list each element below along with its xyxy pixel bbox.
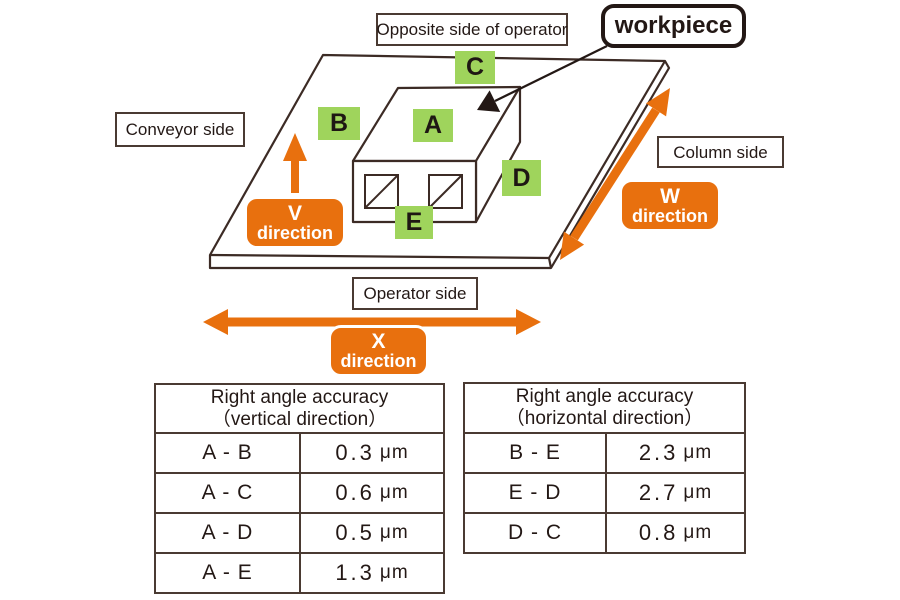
value-text: 0.5 — [335, 520, 375, 545]
opposite-side-text: Opposite side of operator — [376, 20, 568, 39]
horizontal-table-title-line2: （horizontal direction） — [505, 408, 704, 429]
face-a-text: A — [423, 111, 443, 139]
w-direction-arrow — [560, 88, 670, 260]
vertical-table-title-line1: Right angle accuracy — [210, 386, 389, 408]
vertical-table-title-line2: （vertical direction） — [211, 408, 388, 430]
x-direction-arrow — [203, 309, 541, 335]
machine-table-front-edge — [209, 60, 666, 269]
x-direction-word: direction — [340, 351, 417, 371]
horizontal-table-title-line1: Right angle accuracy — [515, 386, 694, 407]
pair-cell: A - D — [156, 514, 301, 552]
unit-text: μm — [379, 522, 409, 543]
face-label-b: B — [318, 107, 360, 140]
value-text: 2.7 — [638, 480, 679, 505]
workpiece-hole-right — [428, 174, 463, 209]
vertical-accuracy-table: Right angle accuracy （vertical direction… — [154, 383, 445, 594]
value-text: 2.3 — [638, 440, 679, 465]
pair-cell: A - E — [156, 554, 301, 592]
workpiece-callout: workpiece — [601, 4, 746, 48]
value-text: 0.6 — [335, 480, 375, 505]
unit-text: μm — [379, 442, 409, 463]
value-text: 0.3 — [335, 440, 375, 465]
face-e-text: E — [405, 208, 423, 236]
opposite-side-label: Opposite side of operator — [376, 13, 568, 46]
value-text: 0.8 — [638, 520, 679, 545]
workpiece-pointer-arrow — [477, 45, 608, 112]
w-direction-label: W direction — [619, 179, 721, 232]
w-direction-word: direction — [631, 205, 708, 226]
unit-text: μm — [683, 482, 713, 503]
w-direction-letter: W — [660, 184, 680, 208]
column-side-text: Column side — [673, 142, 768, 162]
x-direction-label: X direction — [328, 325, 429, 377]
pair-cell: B - E — [465, 434, 607, 472]
face-c-text: C — [465, 53, 485, 81]
unit-text: μm — [683, 442, 713, 463]
workpiece-hole-left — [364, 174, 399, 209]
conveyor-side-label: Conveyor side — [115, 112, 245, 147]
x-direction-letter: X — [371, 330, 386, 353]
face-d-text: D — [512, 163, 531, 192]
pair-cell: A - C — [156, 474, 301, 512]
operator-side-text: Operator side — [363, 284, 467, 303]
face-label-c: C — [455, 51, 495, 84]
face-label-e: E — [395, 206, 433, 239]
conveyor-side-text: Conveyor side — [125, 120, 235, 139]
v-direction-word: direction — [256, 222, 333, 243]
pair-cell: E - D — [465, 474, 607, 512]
vertical-table-title: Right angle accuracy （vertical direction… — [156, 385, 443, 432]
face-label-a: A — [413, 109, 453, 142]
v-direction-letter: V — [287, 201, 302, 225]
pair-cell: A - B — [156, 434, 301, 472]
face-label-d: D — [502, 160, 541, 196]
horizontal-accuracy-table: Right angle accuracy （horizontal directi… — [463, 382, 746, 554]
column-side-label: Column side — [657, 136, 784, 168]
operator-side-label: Operator side — [352, 277, 478, 310]
unit-text: μm — [379, 482, 409, 503]
face-b-text: B — [329, 109, 349, 137]
v-direction-arrow — [283, 133, 307, 193]
value-text: 1.3 — [335, 560, 375, 585]
pair-cell: D - C — [465, 514, 607, 552]
unit-text: μm — [683, 522, 713, 543]
horizontal-table-title: Right angle accuracy （horizontal directi… — [465, 384, 744, 432]
workpiece-callout-text: workpiece — [614, 12, 733, 39]
v-direction-label: V direction — [244, 196, 346, 249]
unit-text: μm — [379, 562, 409, 583]
